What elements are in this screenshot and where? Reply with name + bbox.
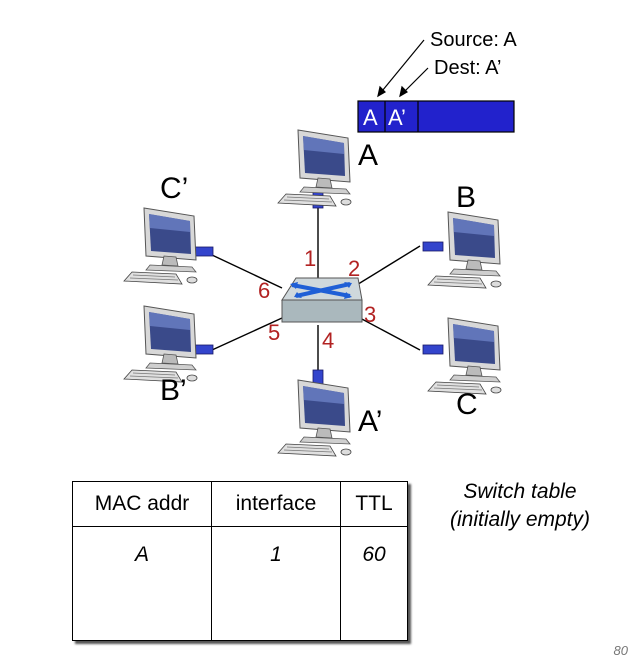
cell-ttl: 60	[340, 526, 408, 604]
link-C	[359, 317, 421, 351]
links	[211, 205, 421, 375]
port-2-label: 2	[348, 256, 360, 281]
frame-src-field: A	[363, 105, 378, 130]
table-row: A 1 60	[72, 526, 408, 604]
port-6-label: 6	[258, 278, 270, 303]
switch-table: MAC addr interface TTL A 1 60	[72, 481, 408, 641]
page-number: 80	[613, 643, 628, 658]
caption-line-2: (initially empty)	[449, 508, 591, 531]
cell-empty	[340, 604, 408, 641]
header-interface: interface	[211, 481, 341, 527]
header-mac-addr: MAC addr	[72, 481, 212, 527]
cell-mac: A	[72, 526, 212, 604]
cell-empty	[211, 604, 341, 641]
node-label-C: C	[456, 388, 478, 421]
port-3-label: 3	[364, 302, 376, 327]
host-C-icon	[427, 317, 502, 395]
link-C-prime	[211, 254, 283, 289]
node-label-A: A	[358, 139, 378, 172]
node-label-C-prime: C’	[160, 172, 188, 205]
node-label-B-prime: B’	[160, 374, 187, 407]
frame-dst-field: A’	[388, 105, 406, 130]
node-label-A-prime: A’	[358, 405, 382, 438]
node-label-B: B	[456, 181, 476, 214]
link-B-prime	[211, 317, 283, 351]
frame-annotations	[377, 39, 429, 98]
switch-icon	[281, 277, 363, 323]
host-C-prime-icon	[123, 207, 198, 285]
port-5-label: 5	[268, 320, 280, 345]
switch-table-header: MAC addr interface TTL	[72, 481, 408, 527]
link-B	[354, 245, 421, 287]
table-row-empty	[72, 604, 408, 641]
source-annotation: Source: A	[430, 29, 517, 51]
switch-table-caption: Switch table (initially empty)	[420, 478, 620, 534]
dest-annotation: Dest: A’	[434, 57, 501, 79]
host-B-prime-icon	[123, 305, 198, 383]
host-A-prime-icon	[277, 379, 352, 457]
cell-interface: 1	[211, 526, 341, 604]
ethernet-frame: A A’	[357, 100, 515, 133]
header-ttl: TTL	[340, 481, 408, 527]
port-4-label: 4	[322, 328, 334, 353]
port-1-label: 1	[304, 246, 316, 271]
cell-empty	[72, 604, 212, 641]
caption-line-1: Switch table	[463, 480, 577, 503]
